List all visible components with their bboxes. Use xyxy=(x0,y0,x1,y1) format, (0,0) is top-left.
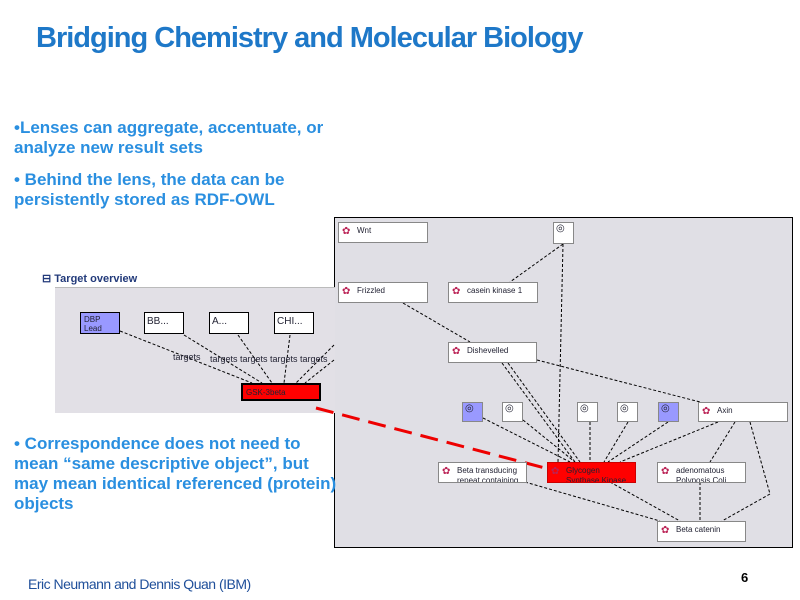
protein-icon: ✿ xyxy=(551,466,560,477)
node-label: Axin xyxy=(717,406,733,415)
protein-icon: ✿ xyxy=(702,406,711,417)
node-dishevelled[interactable]: ✿ Dishevelled xyxy=(448,342,537,363)
node-apc[interactable]: ✿ adenomatous Polyposis Coli xyxy=(657,462,746,483)
bullet-3: • Correspondence does not need to mean “… xyxy=(14,434,337,513)
node-casein-kinase-1[interactable]: ✿ casein kinase 1 xyxy=(448,282,538,303)
node-wnt[interactable]: ✿ Wnt xyxy=(338,222,428,243)
protein-icon: ✿ xyxy=(661,466,670,477)
protein-icon: ✿ xyxy=(452,346,461,357)
node-label: adenomatous Polyposis Coli xyxy=(676,466,727,483)
edge-label: targets targets targets targets xyxy=(210,354,328,364)
node-gsk-3beta[interactable]: GSK-3beta xyxy=(241,383,321,401)
node-chi[interactable]: CHI... xyxy=(274,312,314,334)
protein-icon: ✿ xyxy=(342,286,351,297)
page-number: 6 xyxy=(741,570,749,585)
node-dbp-lead[interactable]: DBP Lead xyxy=(80,312,120,334)
node-bb[interactable]: BB... xyxy=(144,312,184,334)
node-label: Dishevelled xyxy=(467,346,509,355)
node-compound[interactable]: ◎ xyxy=(658,402,679,422)
protein-icon: ✿ xyxy=(452,286,461,297)
edge-label: targets xyxy=(173,352,201,362)
slide-title: Bridging Chemistry and Molecular Biology xyxy=(36,22,584,54)
protein-icon: ✿ xyxy=(661,525,670,536)
bullet-2: • Behind the lens, the data can be persi… xyxy=(14,170,285,209)
node-axin[interactable]: ✿ Axin xyxy=(698,402,788,422)
node-gsk3b[interactable]: ✿ Glycogen Synthase Kinase 3B xyxy=(547,462,636,483)
node-beta-catenin[interactable]: ✿ Beta catenin xyxy=(657,521,746,542)
footer-authors: Eric Neumann and Dennis Quan (IBM) xyxy=(28,576,251,592)
target-overview-header[interactable]: ⊟ Target overview xyxy=(42,273,138,285)
node-label: Frizzled xyxy=(357,286,386,295)
node-compound[interactable]: ◎ xyxy=(553,222,574,244)
bullet-1: •Lenses can aggregate, accentuate, or an… xyxy=(14,118,324,157)
node-compound[interactable]: ◎ xyxy=(617,402,638,422)
node-label: Beta catenin xyxy=(676,525,721,534)
node-frizzled[interactable]: ✿ Frizzled xyxy=(338,282,428,303)
correspondence-link xyxy=(315,406,546,470)
node-label: Beta transducing repeat containing xyxy=(457,466,519,483)
node-compound[interactable]: ◎ xyxy=(502,402,523,422)
node-label: Wnt xyxy=(357,226,372,235)
node-beta-transducing[interactable]: ✿ Beta transducing repeat containing xyxy=(438,462,527,483)
node-label: Glycogen Synthase Kinase 3B xyxy=(566,466,627,483)
node-label: casein kinase 1 xyxy=(467,286,523,295)
protein-icon: ✿ xyxy=(442,466,451,477)
node-compound[interactable]: ◎ xyxy=(577,402,598,422)
node-compound[interactable]: ◎ xyxy=(462,402,483,422)
protein-icon: ✿ xyxy=(342,226,351,237)
node-a[interactable]: A... xyxy=(209,312,249,334)
